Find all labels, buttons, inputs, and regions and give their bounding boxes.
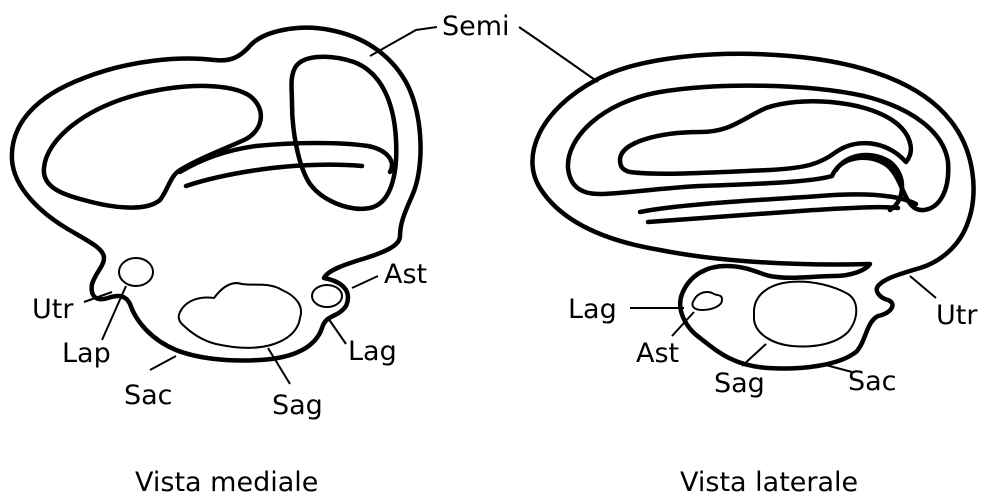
- label-medial-ast: Ast: [384, 259, 427, 290]
- medial-sagitta: [179, 283, 301, 348]
- medial-sac-leader: [150, 356, 176, 370]
- medial-canal-hole-right: [292, 57, 397, 209]
- label-medial-sac: Sac: [124, 380, 173, 411]
- label-medial-sag: Sag: [272, 390, 323, 421]
- caption-medial: Vista mediale: [135, 467, 318, 497]
- medial-asteriscus: [312, 285, 342, 307]
- medial-lapillus: [119, 258, 153, 286]
- leader-lines: [84, 27, 936, 384]
- lateral-sagitta: [754, 282, 856, 347]
- medial-sag-leader: [268, 348, 290, 384]
- medial-lag-leader: [328, 318, 346, 344]
- label-medial-utr: Utr: [32, 294, 74, 325]
- label-lateral-ast: Ast: [636, 338, 679, 369]
- label-lateral-sac: Sac: [848, 366, 897, 397]
- caption-lateral: Vista laterale: [680, 467, 858, 497]
- medial-ast-leader: [352, 276, 378, 288]
- label-lateral-lag: Lag: [568, 294, 617, 325]
- lateral-canal-hole-middle: [620, 101, 911, 173]
- medial-canal-hole-left: [44, 86, 261, 208]
- lateral-canal-band-lower: [648, 207, 898, 222]
- lateral-asteriscus: [692, 292, 722, 310]
- lateral-utr-leader: [910, 276, 936, 298]
- label-lateral-sag: Sag: [714, 368, 765, 399]
- lateral-sag-leader: [742, 344, 766, 366]
- label-semi: Semi: [442, 11, 510, 42]
- semi-leader-right: [519, 27, 598, 82]
- medial-crus-band-lower: [186, 165, 362, 186]
- label-lateral-utr: Utr: [936, 300, 978, 331]
- label-medial-lap: Lap: [62, 338, 111, 369]
- label-medial-lag: Lag: [348, 336, 397, 367]
